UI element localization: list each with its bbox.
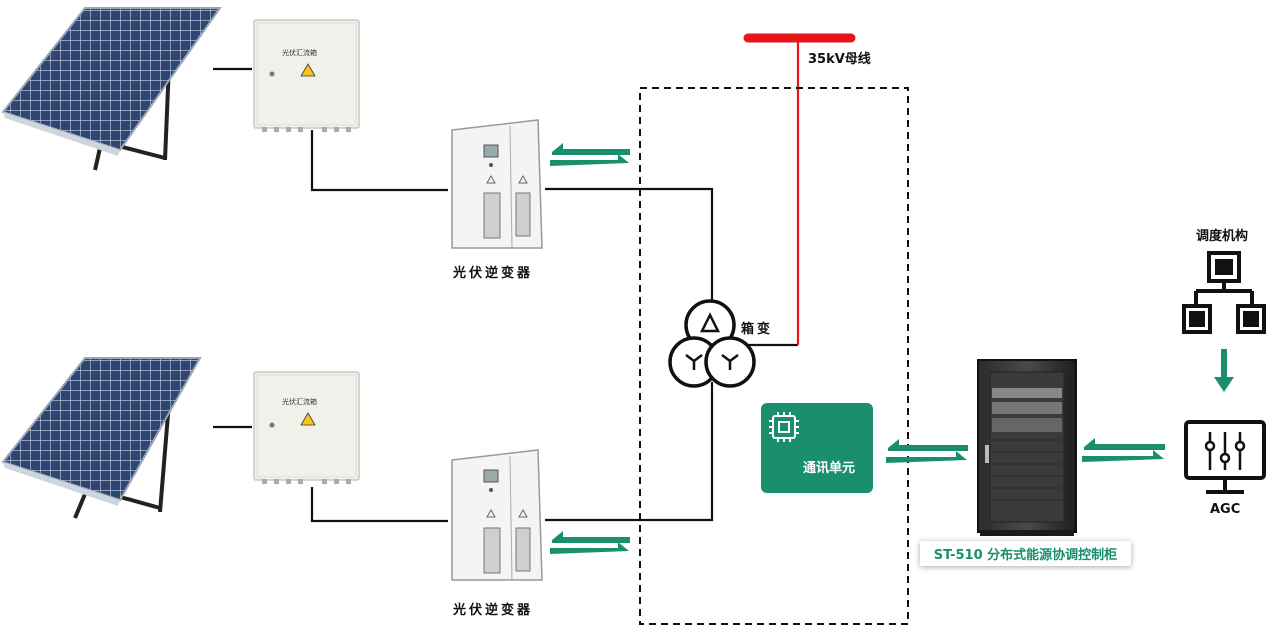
combiner-box-top xyxy=(253,19,360,132)
bidirectional-arrow-icon-inverter-bottom xyxy=(550,531,630,554)
agc-label: AGC xyxy=(1210,502,1241,517)
combiner-box-label-bottom: 光伏汇流箱 xyxy=(282,398,317,406)
solar-panel-icon-bottom xyxy=(1,357,202,519)
inverter-label-top: 光伏逆变器 xyxy=(453,266,534,281)
org-chart-icon xyxy=(1182,251,1266,334)
combiner-box-label-top: 光伏汇流箱 xyxy=(282,49,317,57)
inverter-cabinet-icon-top xyxy=(451,119,543,249)
down-arrow-icon xyxy=(1214,349,1234,392)
bus-35kv xyxy=(743,33,856,345)
substation-boundary xyxy=(639,87,909,625)
bus-label: 35kV母线 xyxy=(808,52,871,67)
control-cabinet xyxy=(977,359,1077,536)
transformer-label: 箱变 xyxy=(741,322,774,337)
combiner-box-bottom xyxy=(253,371,360,484)
bidirectional-arrow-icon-comm xyxy=(886,439,968,463)
transformer-icon xyxy=(668,299,756,388)
cabinet-label: ST-510 分布式能源协调控制柜 xyxy=(920,541,1131,566)
chip-icon xyxy=(769,412,799,442)
comm-unit xyxy=(761,403,873,493)
bidirectional-arrow-icon-agc xyxy=(1082,438,1165,462)
inverter-label-bottom: 光伏逆变器 xyxy=(453,603,534,618)
monitor-sliders-icon xyxy=(1184,420,1266,494)
wires xyxy=(213,67,798,523)
solar-panel-icon-top xyxy=(1,7,222,171)
bidirectional-arrow-icon-inverter-top xyxy=(550,143,630,166)
comm-unit-label: 通讯单元 xyxy=(803,461,856,476)
dispatch-label: 调度机构 xyxy=(1196,229,1249,244)
warning-icon xyxy=(300,63,316,77)
inverter-cabinet-icon-bottom xyxy=(451,449,543,581)
warning-icon xyxy=(300,412,316,426)
